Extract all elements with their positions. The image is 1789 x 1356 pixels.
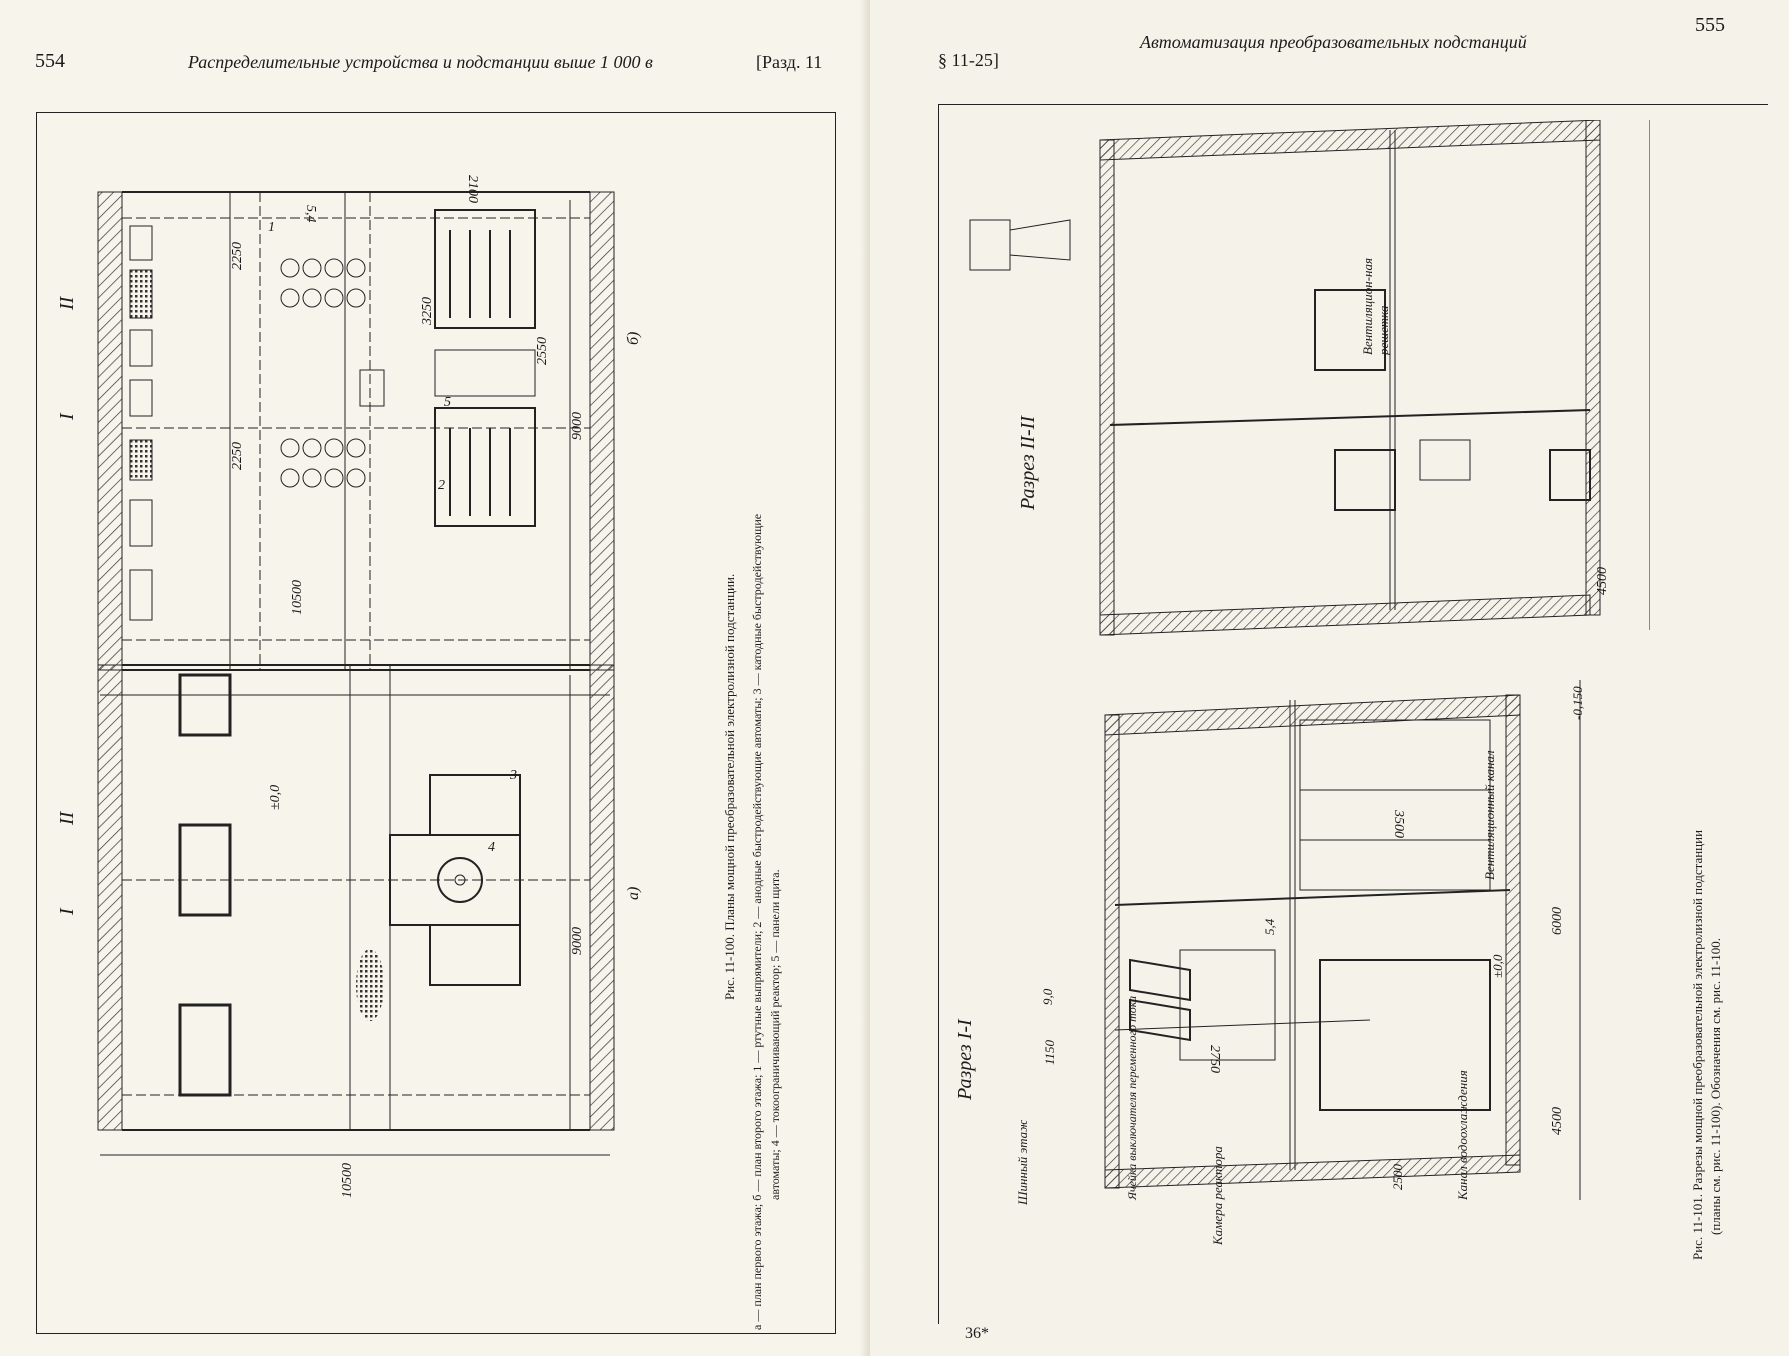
caption-11-101-line2: (планы см. рис. 11-100). Обозначения см.… bbox=[1708, 937, 1723, 1235]
section-II-II-drawing bbox=[969, 120, 1650, 636]
dim-10500-a: 10500 bbox=[340, 1163, 355, 1198]
caption-11-101-line1: Рис. 11-101. Разрезы мощной преобразоват… bbox=[1690, 829, 1705, 1260]
dim-6000: 6000 bbox=[1550, 907, 1565, 935]
plan-a-first-floor bbox=[97, 664, 615, 1156]
dim-2550: 2550 bbox=[535, 337, 550, 365]
label-bus-floor: Шинный этаж bbox=[1015, 1119, 1030, 1205]
section-mark-II-plan-b: II bbox=[56, 296, 78, 310]
dim-9000-b: 9000 bbox=[570, 412, 585, 440]
item-5: 5 bbox=[444, 395, 451, 410]
dim-2250-top: 2250 bbox=[230, 242, 245, 270]
level-0-0-right: ±0,0 bbox=[1490, 954, 1505, 978]
dim-10500-b: 10500 bbox=[290, 580, 305, 615]
level-5-4-right: 5,4 bbox=[1262, 918, 1277, 935]
right-section-ref: § 11-25] bbox=[938, 50, 999, 70]
caption-11-100-line2: а — план первого этажа; б — план второго… bbox=[750, 513, 764, 1330]
item-4: 4 bbox=[488, 840, 495, 855]
level-minus-0-150: -0,150 bbox=[1570, 686, 1585, 720]
dim-2250-bottom: 2250 bbox=[230, 442, 245, 470]
item-1: 1 bbox=[268, 220, 275, 235]
left-running-title: Распределительные устройства и подстанци… bbox=[188, 52, 653, 72]
left-page: 554 Распределительные устройства и подст… bbox=[0, 0, 870, 1356]
footer-mark: 36* bbox=[965, 1325, 989, 1342]
label-vent-channel: Вентиляционный канал bbox=[1482, 750, 1497, 880]
plan-b-second-floor bbox=[97, 191, 615, 696]
plan-b-label: б) bbox=[625, 331, 642, 345]
dim-4500-II: 4500 bbox=[1595, 567, 1610, 595]
caption-11-100-line1: Рис. 11-100. Планы мощной преобразовател… bbox=[722, 573, 737, 1000]
right-page: § 11-25] Автоматизация преобразовательны… bbox=[870, 0, 1789, 1356]
dim-3500: 3500 bbox=[1391, 810, 1406, 838]
item-3: 3 bbox=[510, 768, 517, 783]
dim-2100: 2100 bbox=[465, 175, 480, 203]
right-page-number: 555 bbox=[1695, 14, 1725, 36]
label-vent-grille: Вентиляцион-ная решетка bbox=[1360, 257, 1391, 355]
section-I-I-title: Разрез I-I bbox=[954, 1019, 976, 1100]
dim-2750: 2750 bbox=[1207, 1045, 1222, 1073]
section-mark-I-plan-a: I bbox=[56, 908, 78, 915]
section-II-II-title: Разрез II-II bbox=[1017, 416, 1039, 510]
dim-9000-a: 9000 bbox=[570, 927, 585, 955]
dim-3250: 3250 bbox=[420, 297, 435, 325]
dim-2500: 2500 bbox=[1390, 1164, 1405, 1190]
dim-4500-I: 4500 bbox=[1550, 1107, 1565, 1135]
left-page-number: 554 bbox=[35, 50, 65, 72]
item-2: 2 bbox=[438, 478, 445, 493]
section-mark-II-plan-a: II bbox=[56, 811, 78, 825]
label-cell: Ячейка выключателя переменного тока bbox=[1125, 995, 1139, 1200]
right-top-rule bbox=[938, 104, 1768, 105]
level-9-0: 9,0 bbox=[1040, 988, 1055, 1005]
dim-1150: 1150 bbox=[1042, 1039, 1057, 1065]
left-section-ref: [Разд. 11 bbox=[756, 52, 823, 72]
caption-11-100-line3: автоматы; 4 — токоограничивающий реактор… bbox=[768, 869, 782, 1200]
right-left-rule bbox=[938, 104, 939, 1324]
label-cooling-channel: Канал водоохлаждения bbox=[1455, 1070, 1470, 1200]
right-running-title: Автоматизация преобразовательных подстан… bbox=[1140, 32, 1527, 52]
figure-frame-11-100 bbox=[36, 112, 836, 1334]
level-0-0: ±0,0 bbox=[268, 784, 283, 810]
section-I-I-drawing bbox=[1104, 680, 1581, 1200]
section-mark-I-plan-b: I bbox=[56, 413, 78, 420]
level-5-4: 5,4 bbox=[303, 205, 318, 223]
label-reactor-chamber: Камера реактора bbox=[1210, 1146, 1225, 1245]
plan-a-label: а) bbox=[625, 886, 642, 900]
